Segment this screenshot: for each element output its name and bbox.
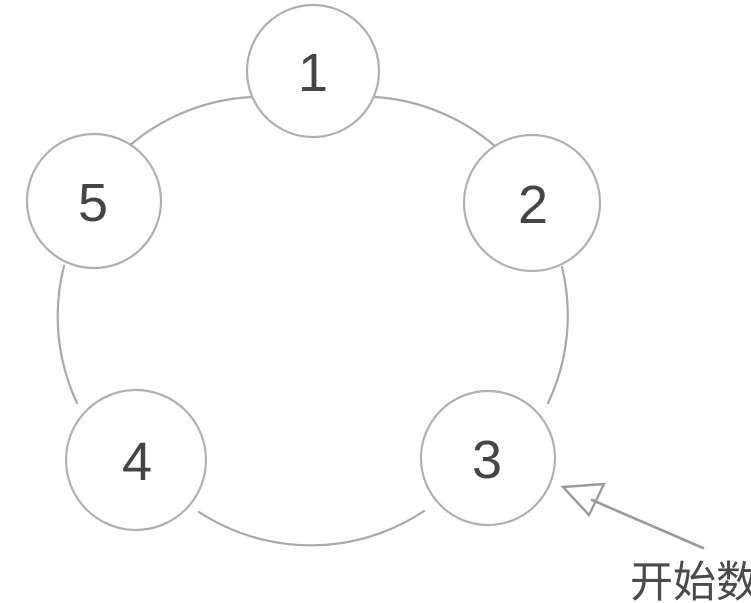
- node-4[interactable]: 4: [64, 388, 208, 532]
- node-3[interactable]: 3: [419, 389, 557, 527]
- node-5[interactable]: 5: [25, 132, 163, 270]
- annotation-label: 开始数: [630, 559, 751, 603]
- node-1-circle[interactable]: [245, 3, 381, 139]
- edge-1-to-2: [372, 95, 498, 149]
- node-5-circle[interactable]: [25, 132, 163, 270]
- annotation-arrow-shaft: [590, 498, 705, 550]
- edge-group: [56, 95, 569, 547]
- node-4-label: 4: [122, 432, 152, 492]
- annotation-arrow-head-icon: [560, 482, 606, 518]
- node-5-label: 5: [78, 173, 108, 233]
- edge-2-to-3: [546, 265, 569, 405]
- edge-4-to-5: [56, 264, 79, 405]
- node-2[interactable]: 2: [462, 133, 602, 273]
- node-1-label: 1: [298, 43, 328, 103]
- edge-5-to-1: [127, 95, 254, 148]
- edge-3-to-4: [197, 509, 426, 547]
- node-4-circle[interactable]: [64, 388, 208, 532]
- start-annotation: 开始数: [560, 482, 751, 603]
- node-1[interactable]: 1: [245, 3, 381, 139]
- node-2-label: 2: [518, 175, 548, 235]
- node-3-label: 3: [472, 430, 502, 490]
- node-2-circle[interactable]: [462, 133, 602, 273]
- node-3-circle[interactable]: [419, 389, 557, 527]
